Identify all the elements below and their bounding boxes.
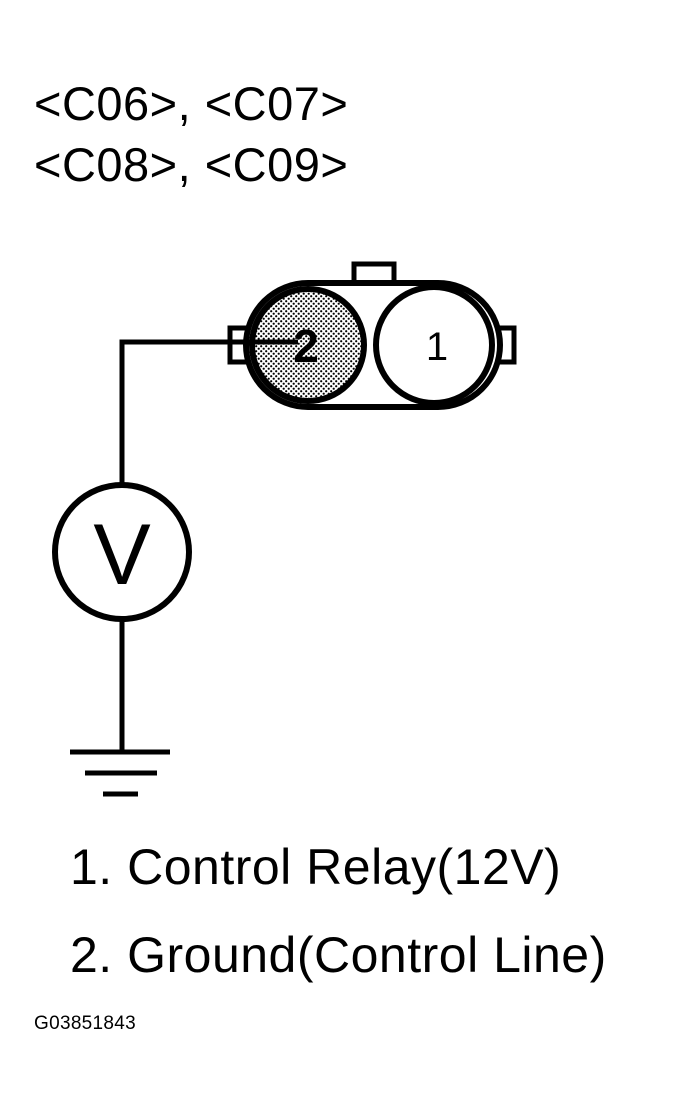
pin-1-terminal	[373, 284, 495, 406]
pin-1-label: 1	[426, 325, 448, 369]
connector-label-line-1: <C06>, <C07>	[34, 77, 349, 130]
voltmeter-symbol: V	[93, 507, 150, 603]
connector-label-line-2: <C08>, <C09>	[34, 138, 349, 191]
legend-item-control-relay: 1. Control Relay(12V)	[70, 839, 562, 895]
ground-symbol-icon	[70, 749, 170, 797]
pin-2-terminal	[249, 286, 367, 404]
figure-code: G03851843	[34, 1013, 137, 1034]
legend-item-ground: 2. Ground(Control Line)	[70, 927, 607, 983]
connector-body	[227, 261, 517, 410]
probe-wire	[119, 339, 298, 486]
pin-2-label: 2	[293, 320, 319, 372]
